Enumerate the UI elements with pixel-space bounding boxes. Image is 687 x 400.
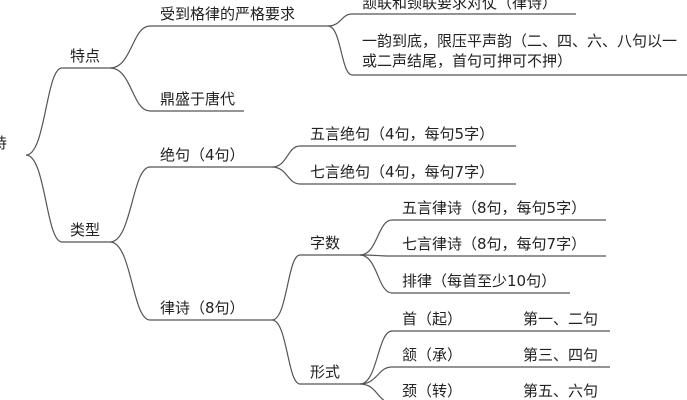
edge-lvshi-charcount: [271, 254, 301, 321]
node-rule-rhyme-line2: 或二声结尾，首句可押可不押）: [362, 52, 573, 70]
node-flourish: 鼎盛于唐代: [160, 90, 236, 108]
node-pailv: 排律（每首至少10句）: [402, 272, 557, 290]
node-features: 特点: [70, 47, 101, 65]
node-jueju: 绝句（4句）: [160, 146, 245, 164]
edge-types-jueju: [109, 166, 151, 243]
root-node: 诗: [0, 133, 7, 153]
edge-strict-parallel: [327, 13, 353, 27]
node-couplet-2-lines: 第三、四句: [523, 346, 599, 364]
edge-root-types: [25, 154, 63, 243]
edge-features-strict: [109, 25, 151, 69]
edge-form-couplet2: [359, 366, 393, 385]
edge-strict-rhyme: [327, 25, 353, 76]
node-form: 形式: [310, 363, 341, 381]
edge-jueju-7: [271, 166, 301, 185]
edge-types-lvshi: [109, 241, 151, 321]
node-char-count: 字数: [310, 234, 341, 252]
node-couplet-3-lines: 第五、六句: [523, 382, 599, 400]
edge-features-flourish: [109, 67, 151, 112]
edge-jueju-5: [271, 145, 301, 168]
edge-charcount-pailv: [359, 254, 393, 294]
node-couplet-1: 首（起）: [402, 310, 463, 328]
node-couplet-1-lines: 第一、二句: [523, 310, 599, 328]
node-jueju-7: 七言绝句（4句，每句7字）: [310, 163, 495, 181]
edge-form-couplet1: [359, 330, 393, 385]
edge-form-couplet3: [359, 383, 385, 400]
node-couplet-2: 颔（承）: [402, 346, 463, 364]
edge-root-features: [25, 67, 63, 156]
node-jueju-5: 五言绝句（4句，每句5字）: [310, 125, 495, 143]
node-lvshi: 律诗（8句）: [160, 299, 245, 317]
edge-charcount-7: [359, 254, 393, 257]
edge-charcount-5: [359, 219, 393, 256]
node-lvshi-5: 五言律诗（8句，每句5字）: [402, 199, 587, 217]
node-couplet-3: 颈（转）: [402, 382, 463, 400]
edge-lvshi-form: [271, 319, 301, 385]
node-types: 类型: [70, 221, 101, 239]
node-strict-rules: 受到格律的严格要求: [160, 5, 296, 23]
node-lvshi-7: 七言律诗（8句，每句7字）: [402, 235, 587, 253]
node-rule-rhyme-line1: 一韵到底，限压平声韵（二、四、六、八句以一: [362, 32, 678, 50]
node-rule-parallel: 颔联和颈联要求对仗（律诗）: [362, 0, 558, 12]
